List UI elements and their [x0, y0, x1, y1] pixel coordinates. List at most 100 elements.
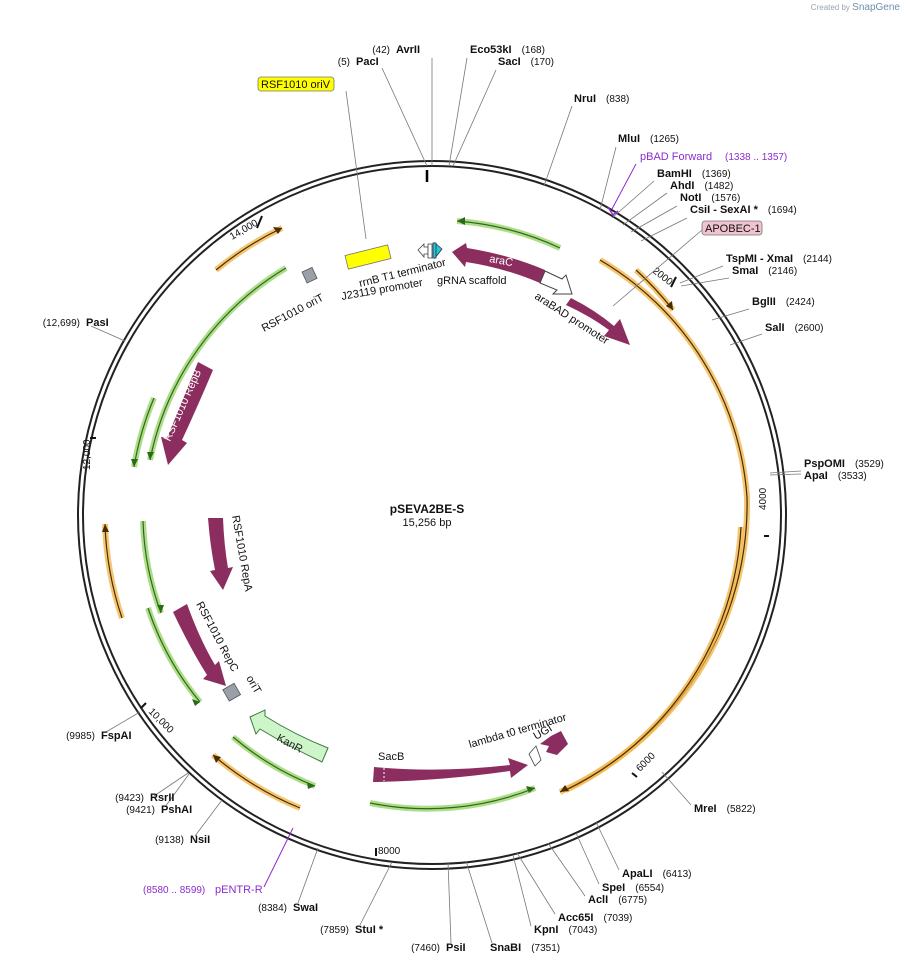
enzyme-site-kpni[interactable]: KpnI(7043) [512, 854, 597, 936]
arrowhead [147, 452, 154, 460]
primer-pbad-forward[interactable]: pBAD Forward (1338 .. 1357) [607, 151, 787, 217]
enzyme-site-avrii[interactable]: AvrII (42) [372, 44, 433, 166]
enzyme-position: (1694) [768, 205, 797, 216]
enzyme-site-pspomi[interactable]: PspOMI(3529) [769, 458, 884, 474]
enzyme-position: (9985) [66, 731, 95, 742]
enzyme-site-bamhi[interactable]: BamHI(1369) [611, 168, 731, 219]
feature-arabad-promoter[interactable]: araBAD promoter [532, 270, 611, 347]
feature-kanr[interactable]: KanR [249, 709, 329, 763]
enzyme-site-acli[interactable]: AclI(6775) [547, 842, 647, 906]
arrowhead [307, 782, 315, 789]
enzyme-leader [769, 470, 802, 474]
feature-orit[interactable]: oriT [222, 674, 264, 702]
enzyme-name: PsiI [446, 942, 466, 954]
enzyme-position: (9423) [115, 793, 144, 804]
enzyme-position: (7859) [320, 925, 349, 936]
enzyme-site-acc65i[interactable]: Acc65I(7039) [516, 852, 632, 924]
primer-pentr-r[interactable]: (8580 .. 8599) pENTR-R [143, 827, 294, 896]
enzyme-site-sali[interactable]: SalI(2600) [729, 322, 823, 346]
enzyme-site-apali[interactable]: ApaLI(6413) [595, 821, 691, 880]
enzyme-site-nsii[interactable]: NsiI(9138) [155, 799, 223, 846]
arc-arrowheads [102, 217, 673, 793]
repa-label: RSF1010 RepA [229, 514, 254, 593]
enzyme-position: (2146) [768, 266, 797, 277]
arabad-arrow [539, 270, 573, 295]
enzyme-name: AclI [588, 894, 608, 906]
enzyme-site-pshai[interactable]: PshAI(9421) [126, 773, 192, 816]
feature-rsf1010-repa[interactable]: RSF1010 RepA [208, 514, 254, 593]
feature-apobec-1[interactable]: APOBEC-1 [612, 220, 763, 307]
enzyme-position: (5) [338, 57, 350, 68]
feature-araC[interactable]: araC [452, 243, 545, 283]
enzyme-leader [575, 832, 600, 885]
enzyme-site-fspai[interactable]: FspAI(9985) [66, 711, 141, 742]
enzyme-site-paci[interactable]: PacI (5) [338, 56, 428, 167]
enzyme-site-noti[interactable]: NotI(1576) [630, 192, 740, 233]
enzyme-position: (7043) [568, 925, 597, 936]
feature-grna-scaffold[interactable]: gRNA scaffold [432, 242, 507, 287]
orit-top-label: RSF1010 oriT [260, 292, 326, 335]
enzyme-position: (42) [372, 45, 390, 56]
enzyme-leader [769, 473, 802, 476]
enzyme-site-pasi[interactable]: PasI(12,699) [43, 317, 126, 342]
tick-1: 4000 [758, 487, 769, 510]
enzyme-name: MluI [618, 133, 640, 145]
enzyme-site-mrei[interactable]: MreI(5822) [661, 771, 756, 815]
enzyme-site-rsrii[interactable]: RsrII (9423) [115, 772, 189, 804]
enzyme-name: AvrII [396, 44, 420, 56]
rrnb-box [344, 244, 392, 270]
feature-rsf1010-oriv[interactable]: RSF1010 oriV [257, 76, 367, 240]
enzyme-site-nrui[interactable]: NruI(838) [543, 93, 629, 187]
oriv-leader [345, 90, 367, 240]
enzyme-name: RsrII [150, 792, 174, 804]
enzyme-name: SnaBI [490, 942, 521, 954]
arrowhead [666, 301, 673, 310]
tick-label: 6000 [634, 750, 658, 774]
enzyme-position: (7039) [603, 913, 632, 924]
enzyme-site-ahdi[interactable]: AhdI(1482) [622, 180, 733, 226]
arac-arrow [452, 243, 545, 283]
enzyme-site-swai[interactable]: SwaI(8384) [258, 847, 319, 914]
enzyme-site-psii[interactable]: PsiI(7460) [411, 861, 466, 954]
enzyme-position: (838) [606, 94, 629, 105]
tick-5: 12,000 [82, 439, 93, 470]
primer-label: pENTR-R [215, 884, 263, 896]
enzyme-name: PasI [86, 317, 109, 329]
primer-position: (1338 .. 1357) [725, 152, 787, 163]
feature-rsf1010-repb[interactable]: RSF1010 RepB [161, 362, 213, 465]
enzyme-position: (5822) [727, 804, 756, 815]
enzyme-site-smai[interactable]: SmaI (2146) [680, 265, 797, 287]
sacb-label: SacB [378, 751, 404, 763]
enzyme-site-bglii[interactable]: BglII(2424) [711, 296, 815, 321]
feature-sacb[interactable]: SacB [373, 751, 528, 782]
arrowhead [157, 605, 164, 613]
enzyme-name: PacI [356, 56, 379, 68]
enzyme-site-mlui[interactable]: MluI(1265) [599, 133, 679, 211]
green-glow [140, 520, 164, 615]
arrowhead [560, 785, 569, 792]
enzyme-site-csii-sexai-[interactable]: CsiI - SexAI *(1694) [640, 204, 797, 242]
enzyme-site-tspmi-xmai[interactable]: TspMI - XmaI(2144) [679, 253, 832, 284]
repc-arrow [173, 604, 226, 686]
primer-leader-line [611, 163, 637, 210]
enzyme-site-apai[interactable]: ApaI(3533) [769, 470, 867, 482]
j23119-box [427, 243, 433, 259]
enzyme-site-spei[interactable]: SpeI(6554) [575, 832, 664, 894]
enzyme-position: (1576) [711, 193, 740, 204]
enzyme-site-snabi[interactable]: SnaBI(7351) [465, 860, 560, 954]
primer-position: (8580 .. 8599) [143, 885, 205, 896]
enzyme-site-eco53ki[interactable]: Eco53kI(168) [448, 44, 545, 167]
enzyme-leader [661, 771, 692, 806]
enzyme-leader [516, 852, 556, 915]
feature-rsf1010-repc[interactable]: RSF1010 RepC [173, 600, 240, 686]
enzyme-site-stui-[interactable]: StuI *(7859) [320, 861, 393, 936]
tick-bar [140, 702, 147, 709]
enzyme-leader [595, 821, 620, 871]
enzyme-name: SmaI [732, 265, 758, 277]
arrowhead [273, 227, 282, 234]
enzyme-name: PspOMI [804, 458, 845, 470]
tick-3: 8000 [378, 846, 401, 857]
enzyme-leader [729, 333, 763, 346]
enzyme-site-saci[interactable]: SacI(170) [452, 56, 554, 167]
grna-box-body [432, 242, 437, 259]
